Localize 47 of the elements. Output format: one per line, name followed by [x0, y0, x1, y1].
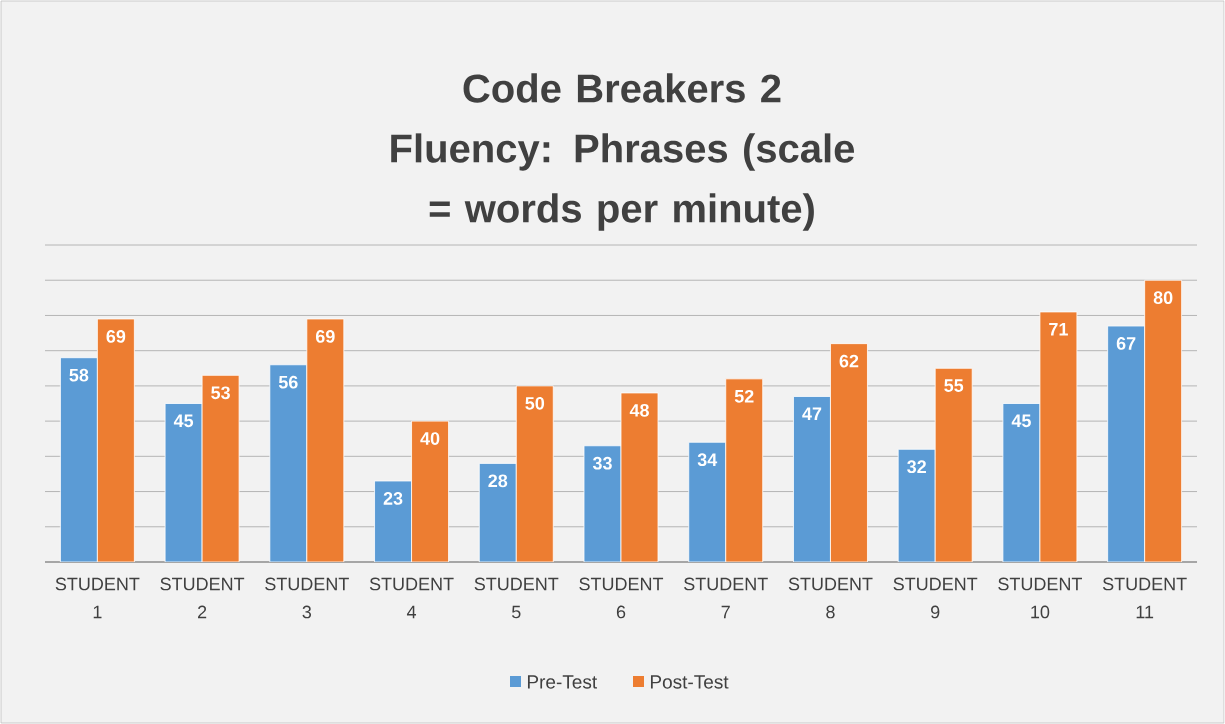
data-label: 48 — [629, 404, 649, 417]
bar — [688, 441, 727, 562]
data-label: 69 — [106, 330, 126, 343]
x-tick-label: STUDENT 10 — [998, 577, 1082, 619]
data-label: 33 — [592, 456, 612, 470]
bar — [478, 462, 517, 562]
legend-label: Pre-Test — [528, 675, 598, 689]
x-tick-label: STUDENT 8 — [788, 577, 873, 619]
data-label: 55 — [944, 379, 964, 392]
bar — [374, 480, 412, 562]
x-tick-label: STUDENT 9 — [893, 577, 978, 619]
data-label: 23 — [383, 492, 403, 505]
bar — [897, 448, 936, 562]
data-label: 80 — [1153, 291, 1173, 305]
x-tick-label: STUDENT 11 — [1102, 577, 1187, 619]
data-label: 40 — [420, 432, 440, 445]
chart-title: Code Breakers 2 Fluency: Phrases (scale = words per minute) — [391, 73, 855, 231]
data-label: 71 — [1049, 322, 1068, 336]
data-label: 56 — [278, 375, 298, 389]
data-label: 62 — [839, 354, 859, 368]
bar — [1107, 325, 1146, 562]
data-label: 45 — [173, 414, 194, 428]
data-label: 67 — [1116, 337, 1136, 350]
bar — [269, 364, 308, 562]
bar — [793, 396, 831, 562]
bar — [59, 357, 98, 562]
x-tick-label: STUDENT 3 — [265, 577, 349, 619]
bar — [583, 445, 622, 562]
data-label: 69 — [315, 330, 335, 343]
x-tick-label: STUDENT 1 — [55, 577, 140, 619]
x-tick-label: STUDENT 4 — [369, 577, 454, 619]
data-label: 32 — [907, 460, 926, 474]
data-label: 50 — [525, 396, 545, 410]
bar — [164, 403, 203, 562]
data-label: 53 — [211, 386, 230, 400]
bar — [1002, 403, 1041, 562]
data-label: 45 — [1011, 414, 1031, 428]
x-tick-label: STUDENT 7 — [684, 577, 768, 619]
legend-label: Post-Test — [651, 675, 729, 689]
x-tick-label: STUDENT 5 — [474, 577, 559, 619]
x-tick-label: STUDENT 6 — [579, 577, 664, 619]
data-label: 34 — [697, 453, 718, 467]
x-tick-label: STUDENT 2 — [160, 577, 245, 619]
data-label: 52 — [734, 389, 754, 403]
data-label: 47 — [802, 407, 822, 420]
data-label: 28 — [488, 474, 508, 488]
data-label: 58 — [69, 368, 89, 382]
